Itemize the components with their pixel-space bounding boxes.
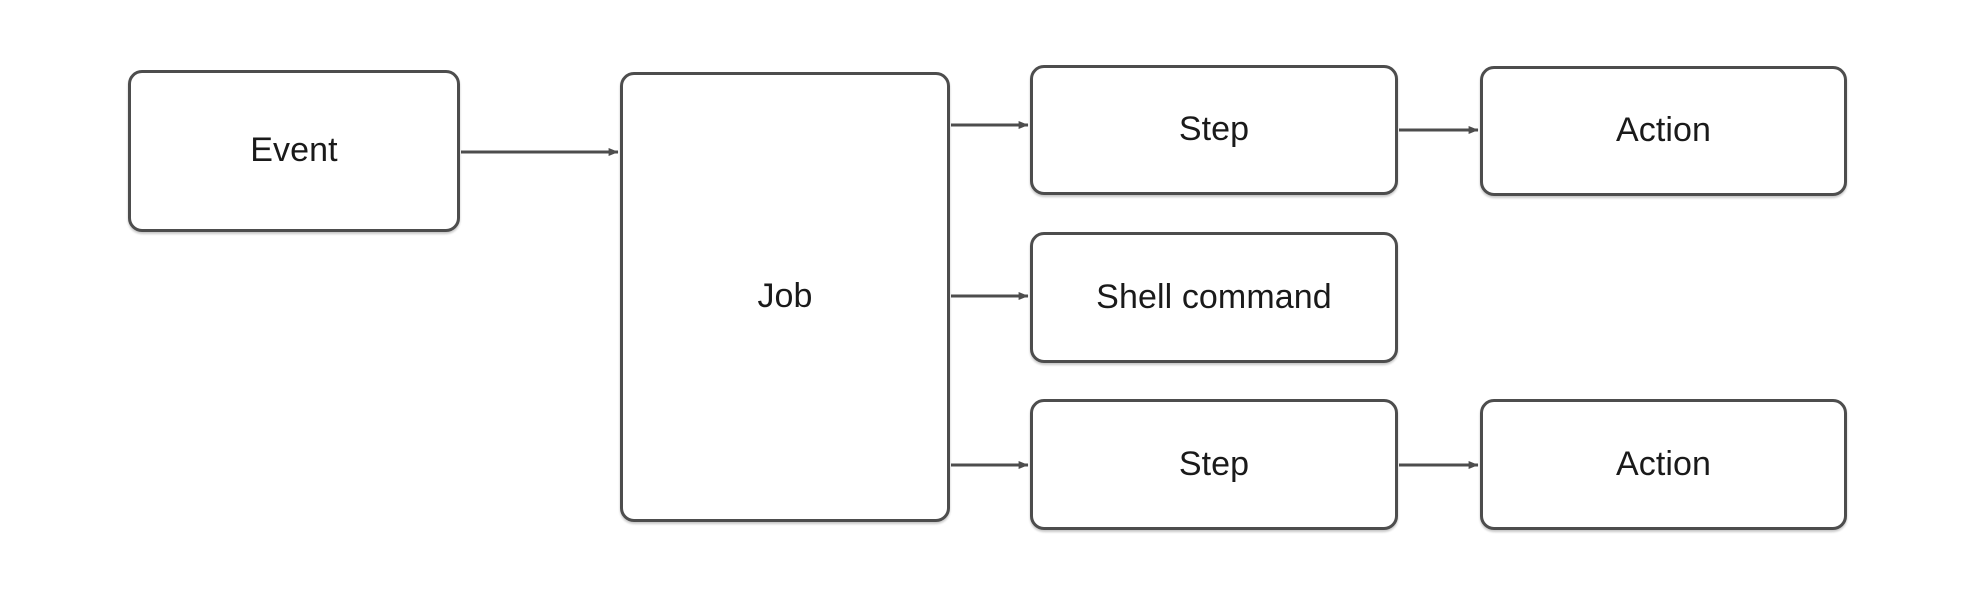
node-event[interactable]: Event [128,70,460,232]
node-step-bottom[interactable]: Step [1030,399,1398,530]
node-shell-command-label: Shell command [1096,277,1332,316]
node-job[interactable]: Job [620,72,950,522]
node-step-top[interactable]: Step [1030,65,1398,195]
node-step-bottom-label: Step [1178,444,1250,483]
node-event-label: Event [250,131,338,170]
node-action-bottom[interactable]: Action [1480,399,1847,530]
node-action-top-label: Action [1615,111,1712,150]
node-action-bottom-label: Action [1615,444,1712,483]
node-step-top-label: Step [1178,110,1250,149]
node-shell-command[interactable]: Shell command [1030,232,1398,363]
node-job-label: Job [757,277,813,316]
node-action-top[interactable]: Action [1480,66,1847,196]
